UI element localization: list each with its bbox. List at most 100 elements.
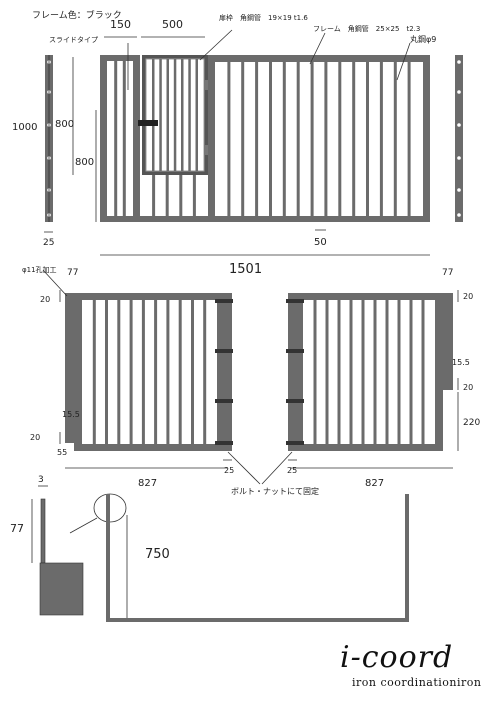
door-bar <box>195 59 198 171</box>
u-left <box>106 494 110 622</box>
door-frame-label: 扉枠 角鋼管 19×19 t1.6 <box>219 13 308 22</box>
bolt-hole <box>457 213 461 217</box>
vertical-bar <box>373 300 377 444</box>
front-dimensions <box>44 29 430 256</box>
vertical-bar <box>129 300 133 444</box>
vertical-bar <box>166 300 170 444</box>
dim-77c: 77 <box>10 522 24 535</box>
vertical-bar <box>179 175 183 216</box>
vertical-bar <box>407 62 411 216</box>
leader-hole <box>42 269 68 297</box>
right-side-profile <box>455 55 463 222</box>
u-right <box>405 494 409 622</box>
vertical-bar <box>379 62 383 216</box>
bracket-plate <box>40 498 46 564</box>
left-bars <box>114 61 126 216</box>
dim-20b: 20 <box>30 433 40 442</box>
dim-77a: 77 <box>67 268 78 278</box>
vertical-bar <box>409 300 413 444</box>
section-detail <box>31 485 409 622</box>
dim-20a: 20 <box>40 295 50 304</box>
vertical-bar <box>361 300 365 444</box>
frame-color-label: フレーム色：ブラック <box>32 9 122 21</box>
vertical-bar <box>421 300 425 444</box>
main-top-rail <box>208 55 430 62</box>
vertical-bar <box>313 300 317 444</box>
vertical-bar <box>141 300 145 444</box>
dim-1000: 1000 <box>12 122 37 133</box>
dim-800a: 800 <box>55 119 74 130</box>
left-bottom-rail <box>100 216 212 222</box>
left-post <box>100 55 107 222</box>
vertical-bar <box>241 62 245 216</box>
vertical-bar <box>165 175 169 216</box>
door-bottom <box>142 171 208 175</box>
vertical-bar <box>154 300 158 444</box>
dim-25c: 25 <box>287 466 297 475</box>
door-bars <box>152 59 198 171</box>
door-bar <box>188 59 191 171</box>
vertical-bar <box>269 62 272 216</box>
dim-155a: 15.5 <box>62 410 80 419</box>
vertical-bar <box>397 300 401 444</box>
right-panel-end <box>295 293 303 451</box>
dim-220: 220 <box>463 418 480 428</box>
dim-20d: 20 <box>463 383 473 392</box>
leader-frame <box>309 32 326 65</box>
dim-20c: 20 <box>463 292 473 301</box>
right-holes <box>457 60 461 217</box>
vertical-bar <box>92 300 96 444</box>
main-bottom-rail <box>208 216 430 222</box>
door-right <box>204 55 208 175</box>
bolt <box>215 349 233 353</box>
dim-155b: 15.5 <box>452 358 470 367</box>
slide-type-label: スライドタイプ <box>49 35 98 44</box>
leader-round <box>396 42 411 81</box>
left-panel-post <box>74 293 82 451</box>
bolt <box>286 299 304 303</box>
right-bracket <box>443 293 453 390</box>
left-panel-lap <box>225 293 232 451</box>
left-panel-bars <box>92 300 207 444</box>
vertical-bar <box>310 62 314 216</box>
vertical-bar <box>105 300 108 444</box>
center-post <box>208 55 215 222</box>
right-panel-bottom <box>295 444 442 451</box>
dim-800b: 800 <box>75 157 94 168</box>
vertical-bar <box>114 61 118 216</box>
dim-750: 750 <box>145 547 170 562</box>
left-bracket <box>65 293 74 443</box>
brand-logo: i-coord <box>340 640 454 675</box>
vertical-bar <box>152 175 156 216</box>
bolt-nut-label: ボルト・ナットにて固定 <box>231 486 319 496</box>
vertical-bar <box>203 300 207 444</box>
dim-500: 500 <box>162 18 183 31</box>
bolt <box>286 399 304 403</box>
panel-dimensions <box>42 269 459 485</box>
bolt <box>215 399 233 403</box>
left-panel-bottom <box>74 444 228 451</box>
vertical-bar <box>117 300 121 444</box>
right-panel-bars <box>313 300 425 444</box>
vertical-bar <box>122 61 126 216</box>
hole-label: φ11孔加工 <box>22 265 57 274</box>
brand-tagline: iron coordinationiron <box>352 676 482 689</box>
leader-detail <box>69 517 98 534</box>
bolt-hole <box>457 123 461 127</box>
right-panel-post <box>435 293 443 451</box>
door-bar <box>173 59 177 171</box>
bolt <box>286 349 304 353</box>
bolt-hole <box>457 60 461 64</box>
dim-150: 150 <box>110 18 131 31</box>
round-bar-label: 丸鋼φ9 <box>410 34 436 44</box>
right-post <box>423 55 430 222</box>
slide-post <box>133 55 140 222</box>
main-bars <box>227 62 411 216</box>
dim-25a: 25 <box>43 238 54 248</box>
vertical-bar <box>352 62 356 216</box>
vertical-bar <box>282 62 286 216</box>
vertical-bar <box>227 62 231 216</box>
door-left <box>142 55 146 175</box>
bolt <box>215 441 233 445</box>
vertical-bar <box>337 300 341 444</box>
